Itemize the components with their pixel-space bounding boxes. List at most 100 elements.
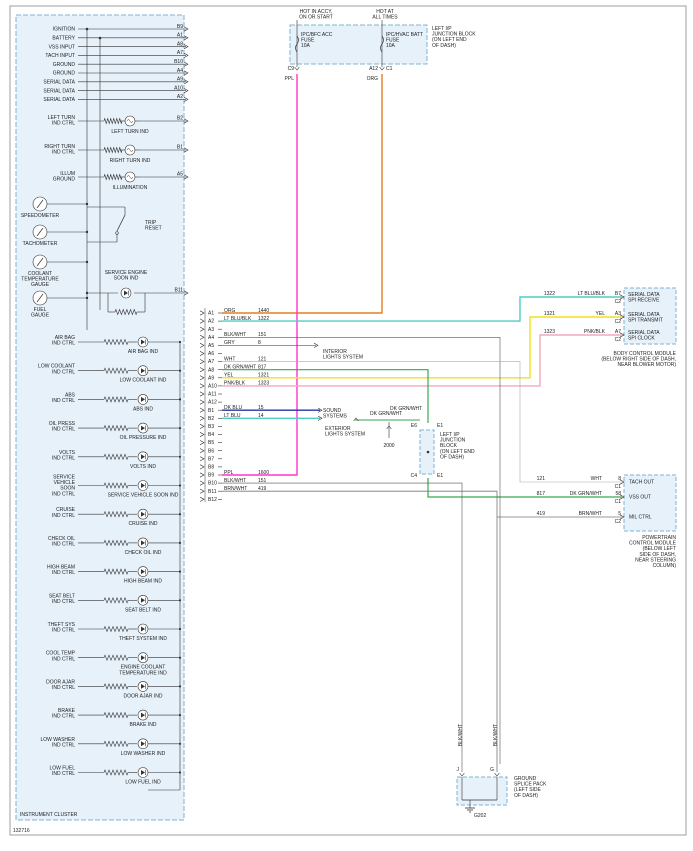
led-ctrl-label: IND CTRL: [52, 455, 75, 461]
led-ctrl-label: AIR BAG: [55, 335, 75, 341]
pin-label: E6: [411, 423, 417, 429]
bulb-icon: [120, 115, 140, 127]
circuit-number: 1322: [258, 316, 269, 322]
diode-icon: [141, 511, 145, 517]
pin-label: C2: [615, 519, 622, 525]
connector-pin: B9: [208, 473, 214, 479]
wire-color-label: LT BLU: [224, 413, 241, 419]
led-ctrl-label: COOL TEMP: [46, 651, 76, 657]
resistor-icon: [103, 711, 129, 719]
splice-dot: [98, 36, 102, 40]
diode-icon: [141, 683, 145, 689]
wire-pink-blk: [222, 334, 622, 387]
gauge-name: TACHOMETER: [23, 241, 58, 247]
wire-color-label: DK GRN/WHT: [570, 491, 602, 497]
connector-arrow: [317, 407, 323, 413]
circuit-number: 121: [537, 476, 546, 482]
resistor-icon: [103, 482, 129, 489]
led-name: THEFT SYSTEM IND: [119, 636, 167, 642]
pin-label: A8: [177, 41, 183, 47]
connector-arrow: [199, 359, 205, 365]
ground-splice-label: SPLICE PACK: [514, 782, 547, 788]
led-icon: [137, 594, 149, 606]
bulb-ctrl-label: IND CTRL: [52, 121, 75, 127]
circuit-number: 8: [258, 340, 261, 346]
led-name: LOW COOLANT IND: [120, 378, 167, 384]
pin-label: C1: [386, 66, 393, 72]
fuse-head: HOT AT: [376, 9, 394, 15]
circuit-number: 1321: [258, 373, 269, 379]
led-icon: [137, 566, 149, 577]
pcm-label: COLUMN): [653, 563, 677, 569]
pcm-function-label: MIL CTRL: [629, 515, 652, 521]
led-ctrl-label: IND CTRL: [52, 714, 75, 720]
wire-color-label: WHT: [591, 476, 602, 482]
led-ctrl-label: IND CTRL: [52, 628, 75, 634]
led-ctrl-label: IND CTRL: [52, 685, 75, 691]
led-name: ABS IND: [133, 406, 153, 412]
splice-dot: [85, 296, 89, 300]
led-ctrl-label: IND CTRL: [52, 599, 75, 605]
splice-dot: [178, 599, 182, 602]
connector-arrow: [183, 147, 189, 153]
connector-pin: A8: [208, 367, 214, 373]
connector-arrow: [199, 432, 205, 437]
gauge-icon: [32, 196, 48, 212]
led-icon: [137, 767, 149, 778]
pcm-function-label: TACH OUT: [629, 480, 654, 486]
connector-pin: B4: [208, 432, 214, 438]
wire-color-label: LT BLU/BLK: [224, 316, 252, 322]
circuit-number: 121: [258, 356, 267, 362]
ses-led-icon: [120, 287, 132, 299]
fuse-label: 10A: [301, 43, 311, 49]
led-icon: [137, 681, 149, 692]
cluster-title: INSTRUMENT CLUSTER: [20, 812, 78, 818]
pcm-label: NEAR STEERING: [635, 557, 676, 563]
connector-arrow: [183, 290, 189, 296]
wire-color-label: BRN/WHT: [224, 486, 247, 492]
led-name: OIL PRESSURE IND: [120, 435, 167, 441]
bulb-icon: [120, 171, 140, 183]
ground-splice-label: GROUND: [514, 776, 537, 782]
ses-label: SOON IND: [114, 276, 139, 282]
connector-pin: B1: [208, 408, 214, 414]
gauge-icon: [32, 290, 48, 306]
connector-pin: A6: [208, 351, 214, 357]
pin-label: E1: [437, 473, 443, 479]
splice-dot: [178, 369, 182, 372]
led-name: AIR BAG IND: [128, 349, 159, 355]
led-ctrl-label: SOON: [60, 486, 75, 492]
gauge-name: SPEEDOMETER: [21, 213, 60, 219]
bulb-name: ILLUMINATION: [113, 185, 148, 191]
connector-arrow: [619, 314, 625, 320]
led-ctrl-label: DOOR AJAR: [46, 679, 75, 685]
led-ctrl-label: HIGH BEAM: [47, 565, 75, 571]
pin-label: C9: [288, 66, 295, 72]
signal-label: SERIAL DATA: [43, 80, 75, 86]
junction-block-label: OF DASH): [432, 43, 456, 49]
ground-splice-label: OF DASH): [514, 793, 538, 799]
bcm-function-label: SPI CLOCK: [628, 336, 655, 342]
diode-icon: [141, 741, 145, 747]
connector-arrow: [199, 342, 205, 348]
led-ctrl-label: IND CTRL: [52, 656, 75, 662]
splice-dot: [178, 541, 182, 545]
splice-dot: [426, 450, 430, 454]
jb-right-label: (ON LEFT END: [440, 449, 475, 455]
filament-icon: [126, 148, 134, 152]
connector-pin: B10: [208, 481, 217, 487]
sound-systems-label: SOUND: [323, 408, 341, 414]
splice-dot: [178, 398, 182, 401]
diode-icon: [141, 626, 145, 632]
fuse-head: HOT IN ACCY,: [300, 9, 333, 15]
connector-arrow: [459, 772, 465, 777]
bulb-ctrl-label: ILLUM: [60, 171, 75, 177]
wire-color-label: PNK/BLK: [224, 381, 246, 387]
led-icon: [137, 394, 149, 405]
pin-label: A7: [177, 50, 183, 56]
connector-arrow: [199, 415, 205, 421]
led-name: SERVICE VEHICLE SOON IND: [108, 493, 179, 499]
led-ctrl-label: OIL PRESS: [49, 421, 76, 427]
figure-id: 132716: [13, 828, 30, 834]
